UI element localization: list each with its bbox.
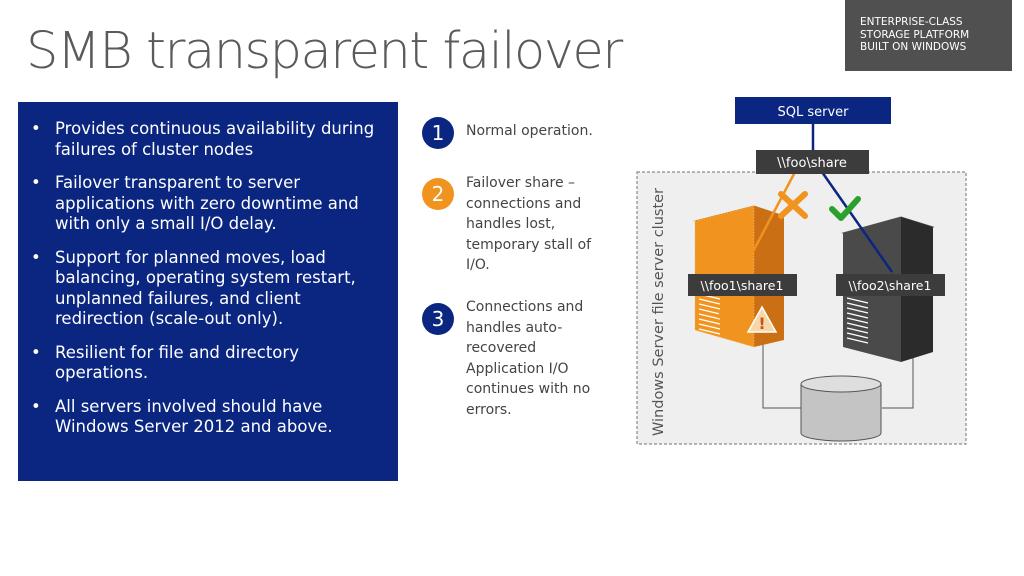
feature-text: Resilient for file and directory operati… <box>55 342 299 383</box>
storage-disk-icon <box>800 375 882 442</box>
step-text: Failover share – connections and handles… <box>466 175 592 273</box>
node1-share-box <box>688 274 797 296</box>
cluster-label: Windows Server file server cluster <box>651 188 667 436</box>
feature-bullet: • Failover transparent to server applicat… <box>18 173 398 235</box>
node1-share-label: \\foo1\share1 <box>701 278 784 293</box>
node2-share-box <box>836 274 945 296</box>
bullet-marker: • <box>31 396 41 416</box>
feature-bullet: • Resilient for file and directory operat… <box>18 343 398 384</box>
sql-server-box <box>735 97 891 124</box>
bullet-marker: • <box>31 119 41 138</box>
feature-text: Support for planned moves, load balancin… <box>55 247 356 329</box>
warning-icon: ! <box>746 305 778 333</box>
platform-badge: ENTERPRISE-CLASS STORAGE PLATFORM BUILT … <box>845 0 1012 71</box>
bullet-marker: • <box>31 342 41 362</box>
success-check-icon <box>829 196 861 221</box>
active-connection <box>820 171 894 273</box>
slide-title: SMB transparent failover <box>26 22 623 81</box>
step-text: Connections and handles auto-recovered A… <box>466 299 591 418</box>
bullet-marker: • <box>31 173 41 192</box>
feature-list: • Provides continuous availability during… <box>18 102 398 438</box>
feature-text: All servers involved should have Windows… <box>55 396 333 437</box>
sql-server-label: SQL server <box>777 105 849 120</box>
bullet-marker: • <box>31 247 41 267</box>
failure-x-icon <box>778 191 808 219</box>
platform-badge-line: BUILT ON WINDOWS <box>860 41 967 53</box>
step-number-badge: 1 <box>422 117 454 149</box>
storage-link <box>762 340 801 409</box>
step-text: Normal operation. <box>466 123 593 139</box>
step-number-badge: 3 <box>422 303 454 335</box>
share-label: \\foo\share <box>777 156 847 171</box>
warning-glyph: ! <box>758 314 765 333</box>
storage-link <box>882 352 914 409</box>
features-panel: • Provides continuous availability during… <box>18 102 398 481</box>
feature-bullet: • Provides continuous availability during… <box>18 119 398 160</box>
feature-bullet: • All servers involved should have Window… <box>18 397 398 438</box>
node2-share-label: \\foo2\share1 <box>849 278 932 293</box>
feature-text: Failover transparent to server applicati… <box>55 173 359 233</box>
platform-badge-line: STORAGE PLATFORM <box>860 28 970 41</box>
step-number-badge: 2 <box>422 178 454 210</box>
share-box <box>756 150 869 174</box>
feature-text: Provides continuous availability during … <box>55 119 375 159</box>
feature-bullet: • Support for planned moves, load balanci… <box>18 248 398 330</box>
platform-badge-line: ENTERPRISE-CLASS <box>860 16 963 28</box>
